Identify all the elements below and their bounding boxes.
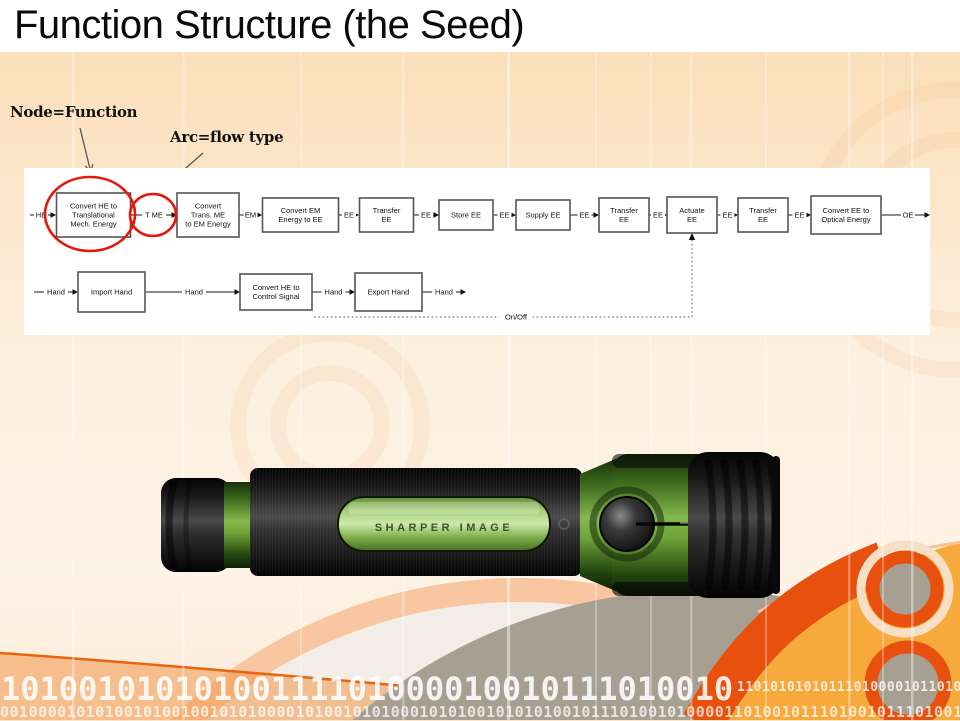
flow-label-bg xyxy=(142,209,166,221)
flow-label: EE xyxy=(722,211,732,220)
flow-arrowhead xyxy=(50,212,56,218)
function-node xyxy=(598,197,650,233)
flow-label: EE xyxy=(579,211,589,220)
function-node-label: Import Hand xyxy=(91,288,132,297)
flow-label-bg xyxy=(577,209,592,221)
onoff-signal-line xyxy=(314,238,693,318)
flow-label-bg xyxy=(44,286,68,298)
flow-label: EE xyxy=(344,211,354,220)
function-node xyxy=(810,195,882,235)
onoff-arrowhead xyxy=(688,233,696,240)
flow-label: Hand xyxy=(185,288,203,297)
flow-label: EM xyxy=(245,211,256,220)
orange-band-left xyxy=(0,654,470,720)
vertical-light-lines xyxy=(72,52,914,720)
function-node xyxy=(515,199,571,231)
flashlight-tail-cap xyxy=(161,478,231,572)
flow-label-bg xyxy=(792,209,807,221)
orange-swoosh xyxy=(683,542,892,720)
flow-label: EE xyxy=(794,211,804,220)
flow-label-bg xyxy=(497,209,512,221)
function-node xyxy=(354,272,423,312)
function-node xyxy=(55,192,132,238)
binary-row-bottom: 0010000101010010100100101010000101001010… xyxy=(0,703,960,721)
flow-arrowhead xyxy=(805,212,811,218)
flow-arrowhead xyxy=(256,212,262,218)
flow-arrowhead xyxy=(349,289,355,295)
flow-label-bg xyxy=(34,209,48,221)
flow-arrowhead xyxy=(510,212,516,218)
flow-arrowhead xyxy=(171,212,177,218)
flow-label-bg xyxy=(243,209,258,221)
flow-label: Hand xyxy=(325,288,343,297)
power-mark-icon xyxy=(558,518,570,530)
flow-label: EE xyxy=(499,211,509,220)
flow-label: Hand xyxy=(435,288,453,297)
ring-highlight xyxy=(856,540,954,638)
function-node-label: Supply EE xyxy=(525,211,560,220)
flow-label: HE xyxy=(36,211,46,220)
flow-label-bg xyxy=(901,209,915,221)
arc-flow-type-label: Arc=flow type xyxy=(170,128,284,146)
flow-label-bg xyxy=(720,209,735,221)
title-bar: Function Structure (the Seed) xyxy=(0,0,960,52)
flashlight-bezel xyxy=(688,452,780,598)
onoff-label-bg xyxy=(499,311,533,323)
function-node xyxy=(358,197,415,233)
function-node-label: Export Hand xyxy=(368,288,410,297)
binary-row-mid: 110101010101110100001011010100110101001 xyxy=(737,680,960,695)
flow-arrowhead xyxy=(433,212,439,218)
flow-label: T ME xyxy=(145,211,163,220)
flow-arrowhead xyxy=(460,289,466,295)
function-node xyxy=(77,271,146,313)
highlight-ellipse xyxy=(43,175,137,253)
flow-label-bg xyxy=(182,286,206,298)
binary-row-large: 10100101010100111101000010010111010010 xyxy=(1,670,734,708)
function-node xyxy=(239,273,313,311)
flow-arrowhead xyxy=(72,289,78,295)
ring-top xyxy=(866,550,944,628)
flow-label-bg xyxy=(321,286,346,298)
flow-label-bg xyxy=(651,209,665,221)
flow-label-bg xyxy=(419,209,433,221)
flashlight-photo: SHARPER IMAGE xyxy=(161,452,780,598)
node-function-label: Node=Function xyxy=(10,103,138,121)
flow-label: EE xyxy=(421,211,431,220)
highlight-ellipse xyxy=(128,192,178,238)
flashlight-brand-text: SHARPER IMAGE xyxy=(375,522,513,534)
onoff-label: On/Off xyxy=(505,313,528,322)
function-node xyxy=(261,197,340,233)
ring-bottom xyxy=(864,640,952,720)
flow-label: Hand xyxy=(47,288,65,297)
flow-arrowhead xyxy=(593,212,599,218)
flow-label-bg xyxy=(432,286,456,298)
function-node xyxy=(438,199,494,231)
page-title: Function Structure (the Seed) xyxy=(14,3,525,47)
flashlight-switch-dome xyxy=(589,486,694,562)
flow-label-bg xyxy=(342,209,356,221)
flow-label: EE xyxy=(653,211,663,220)
flashlight-window: SHARPER IMAGE xyxy=(337,496,570,552)
function-node-label: Store EE xyxy=(451,211,481,220)
flow-arrowhead xyxy=(234,289,240,295)
flow-arrowhead xyxy=(924,212,930,218)
flow-label: OE xyxy=(903,211,914,220)
function-node xyxy=(737,197,789,233)
